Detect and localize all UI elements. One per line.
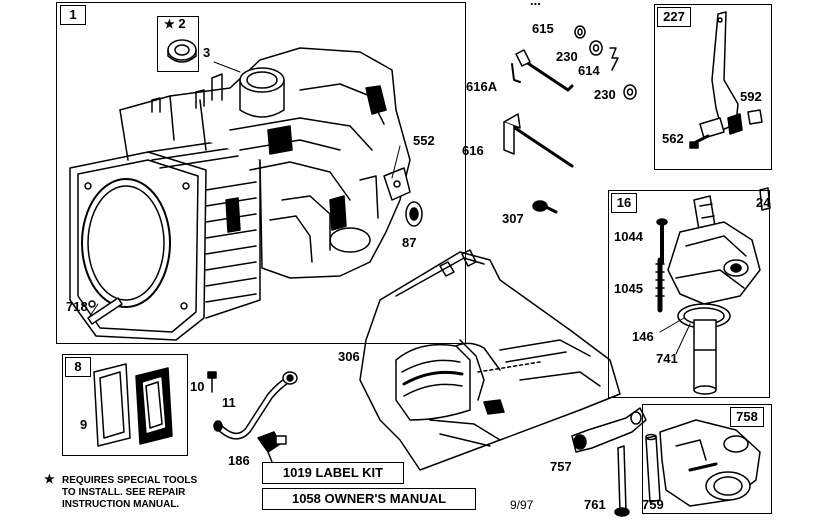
callout-615: 615 <box>532 21 554 36</box>
block-group-frame <box>56 2 466 344</box>
governor-lever-frame <box>654 4 772 170</box>
rod-cap-drawing <box>645 419 761 507</box>
note-line-2: TO INSTALL. SEE REPAIR <box>62 487 186 498</box>
rod-group-frame <box>642 404 772 514</box>
date-code: 9/97 <box>510 498 534 512</box>
callout-11: 11 <box>222 395 236 410</box>
callout-10: 10 <box>190 379 205 394</box>
callout-616: 616 <box>462 143 484 158</box>
gasket-drawing <box>93 363 173 447</box>
seal-star-frame <box>157 16 199 72</box>
elbow-186-drawing <box>257 431 287 463</box>
callout-24: 24 <box>756 195 771 210</box>
rod-screw-761-drawing <box>614 445 630 517</box>
callout-759: 759 <box>642 497 664 512</box>
star-2-label: ★ 2 <box>164 16 186 32</box>
callout-2: 2 <box>178 16 186 31</box>
callout-552: 552 <box>413 133 435 148</box>
sump-base-drawing <box>359 249 621 471</box>
tag-group-758: 758 <box>730 407 764 427</box>
tag-group-1: 1 <box>60 5 86 25</box>
crankshaft-drawing <box>655 195 761 395</box>
callout-761: 761 <box>584 497 606 512</box>
callout-562: 562 <box>662 131 684 146</box>
note-line-3: INSTRUCTION MANUAL. <box>62 499 180 510</box>
callout-616A: 616A <box>466 79 498 94</box>
key-24-drawing <box>759 187 771 211</box>
callout-307: 307 <box>502 211 524 226</box>
owners-manual-box: 1058 OWNER'S MANUAL <box>262 488 476 510</box>
callout-186: 186 <box>228 453 250 468</box>
cylinder-block-drawing <box>69 47 411 341</box>
callout-146: 146 <box>632 329 654 344</box>
tag-group-16: 16 <box>611 193 637 213</box>
clip-614-drawing <box>609 47 619 71</box>
header-fragment: ... <box>530 0 541 8</box>
callout-741: 741 <box>656 351 678 366</box>
callout-592: 592 <box>740 89 762 104</box>
tag-group-8: 8 <box>65 357 91 377</box>
screw-10-drawing <box>207 371 217 393</box>
washer-230-drawing <box>589 40 637 100</box>
callout-306: 306 <box>338 349 360 364</box>
callout-9: 9 <box>80 417 88 432</box>
label-kit-box: 1019 LABEL KIT <box>262 462 404 484</box>
washer-615-drawing <box>574 25 586 39</box>
callout-1044: 1044 <box>614 229 643 244</box>
breather-tube-drawing <box>213 371 298 440</box>
crankshaft-frame <box>608 190 770 398</box>
callout-3: 3 <box>203 45 211 60</box>
callout-230-lower: 230 <box>594 87 616 102</box>
gasket-group-frame <box>62 354 188 456</box>
note-star-icon: ★ <box>44 472 55 486</box>
governor-lever-drawing <box>689 11 763 149</box>
oil-seal-drawing <box>167 39 197 63</box>
tag-group-227: 227 <box>657 7 691 27</box>
callout-230-upper: 230 <box>556 49 578 64</box>
callout-87: 87 <box>402 235 417 250</box>
star-icon: ★ <box>164 17 175 31</box>
callout-757: 757 <box>550 459 572 474</box>
callout-718: 718 <box>66 299 88 314</box>
note-line-1: REQUIRES SPECIAL TOOLS <box>62 475 198 486</box>
connecting-rod-drawing <box>571 407 647 453</box>
callout-614: 614 <box>578 63 600 78</box>
governor-shaft-drawing <box>503 49 574 168</box>
seal-87-drawing <box>405 201 423 227</box>
bolt-307-drawing <box>532 200 558 214</box>
callout-1045: 1045 <box>614 281 643 296</box>
